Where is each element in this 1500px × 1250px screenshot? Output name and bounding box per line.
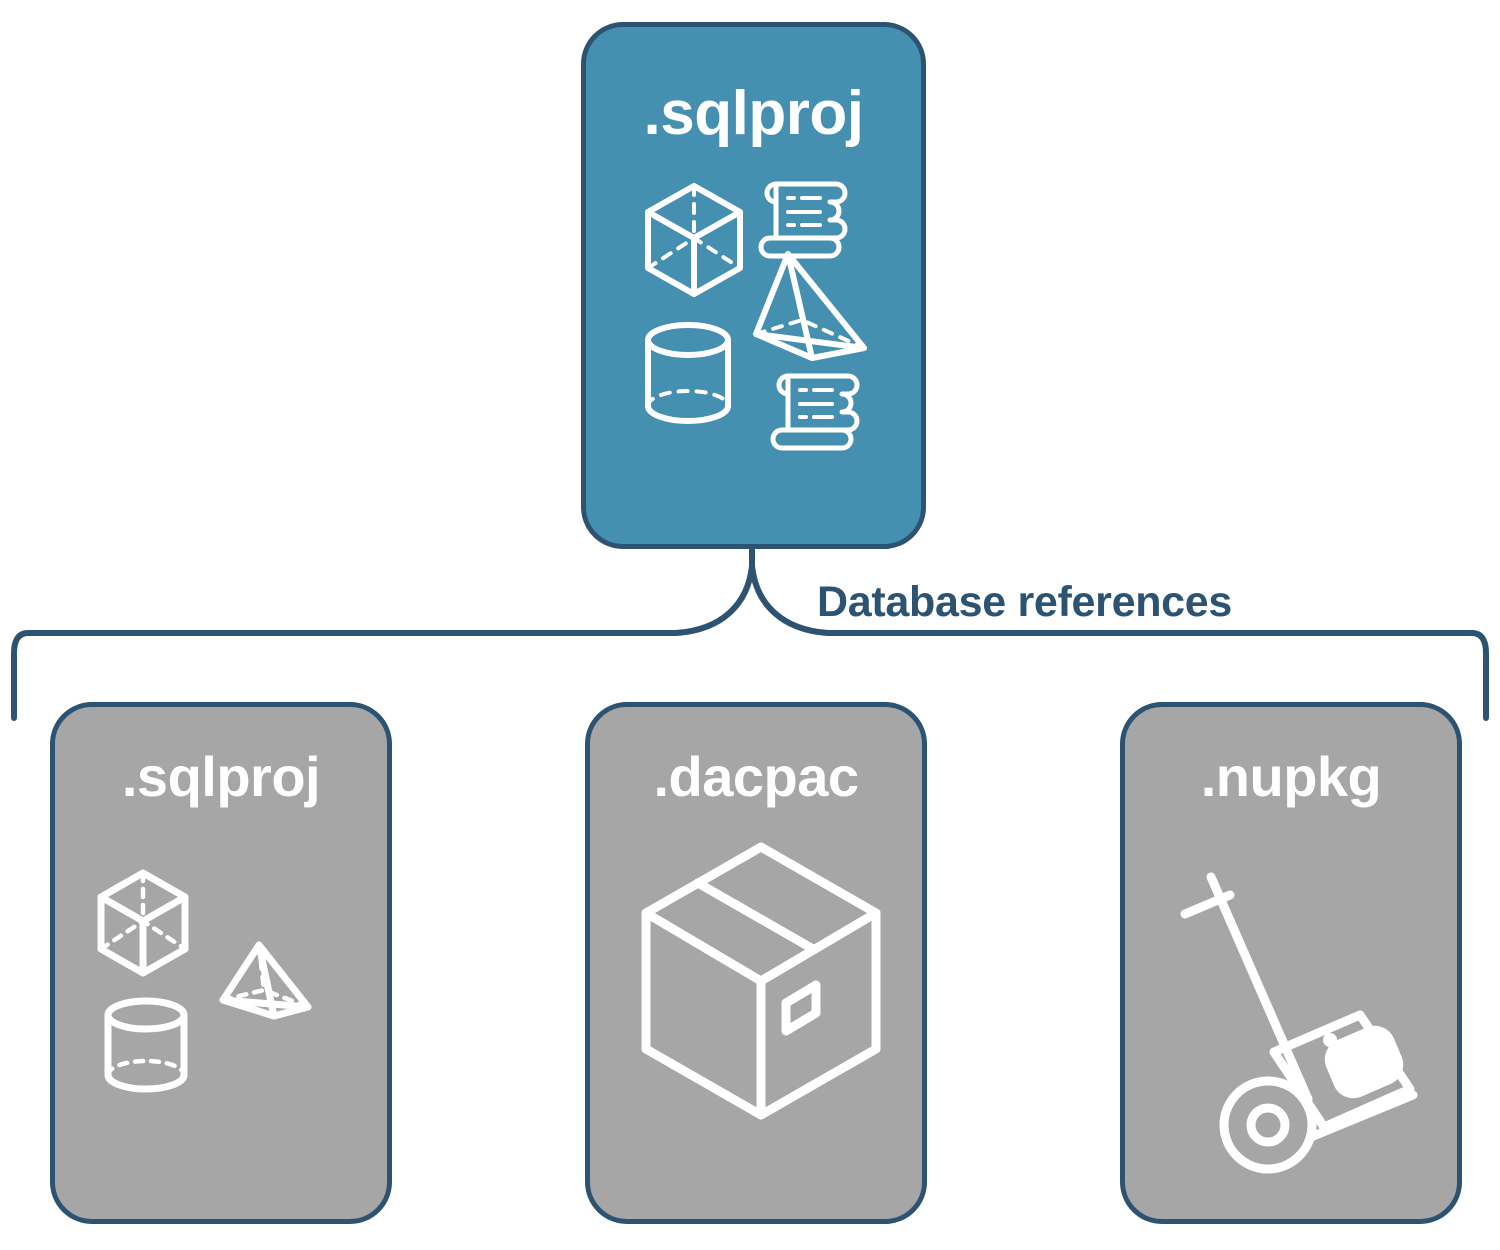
bracket-label: Database references [817, 578, 1232, 626]
node-root-sqlproj[interactable]: .sqlproj [581, 22, 926, 549]
nuget-package-icon [1269, 1010, 1415, 1132]
wireframe-pyramid-icon [753, 251, 867, 361]
scroll-document-icon [758, 181, 848, 259]
hand-truck-icon [1180, 872, 1418, 1174]
node-ref-dacpac-icons [590, 837, 922, 1207]
bracket-left-arm [11, 563, 755, 721]
scroll-document-icon [770, 373, 860, 451]
node-ref-nupkg-label: .nupkg [1200, 745, 1382, 808]
node-ref-nupkg-icons [1125, 837, 1457, 1207]
node-ref-sqlproj-label: .sqlproj [121, 745, 321, 808]
wireframe-cube-icon [97, 869, 189, 977]
node-ref-sqlproj[interactable]: .sqlproj [50, 702, 392, 1224]
node-ref-dacpac-label: .dacpac [653, 745, 859, 808]
wireframe-cylinder-icon [104, 997, 188, 1093]
wireframe-pyramid-icon [219, 941, 312, 1020]
node-root-sqlproj-icons [636, 172, 881, 457]
wireframe-cube-icon [645, 183, 743, 297]
node-ref-dacpac[interactable]: .dacpac [585, 702, 927, 1224]
node-root-sqlproj-label: .sqlproj [643, 79, 864, 148]
shipping-box-icon [641, 842, 881, 1120]
node-ref-sqlproj-icons [55, 837, 387, 1207]
wireframe-cylinder-icon [645, 322, 731, 424]
node-ref-nupkg[interactable]: .nupkg [1120, 702, 1462, 1224]
